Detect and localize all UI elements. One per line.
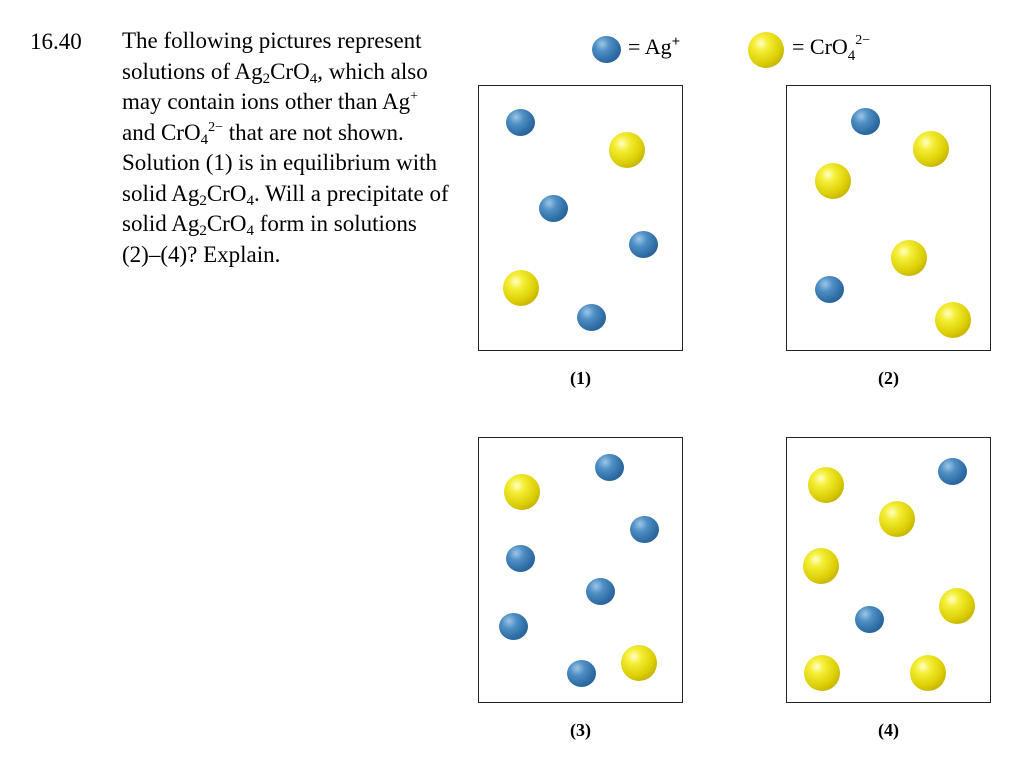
- problem-text-sup: 2−: [208, 119, 223, 135]
- problem-text-run: , which also may contain ions other than…: [122, 58, 428, 115]
- problem-text-sub: 4: [246, 192, 254, 209]
- legend-ag-charge: +: [671, 34, 681, 50]
- legend-chromate-subscript: 4: [847, 48, 856, 64]
- ag-ion: [938, 458, 967, 485]
- legend-chromate-charge: 2−: [855, 33, 871, 48]
- ag-ion: [855, 606, 884, 633]
- ag-ion-icon: [592, 36, 621, 63]
- problem-text-run: form in solutions (2)–(4)? Explain.: [122, 211, 417, 267]
- ag-ion: [586, 578, 615, 605]
- ag-ion: [577, 304, 606, 331]
- ag-ion: [539, 195, 568, 222]
- chromate-ion: [913, 131, 949, 167]
- problem-text-run: and CrO: [122, 119, 201, 145]
- problem-text-run: . Will a precipitate of solid Ag: [122, 180, 449, 237]
- problem-text: The following pictures represent solutio…: [122, 26, 452, 270]
- ag-ion: [506, 109, 535, 136]
- chromate-ion: [804, 655, 840, 691]
- legend-chromate: = CrO42−: [746, 30, 896, 70]
- solution-label-4: (4): [878, 720, 899, 740]
- problem-number: 16.40: [30, 29, 82, 54]
- problem-text-sub: 2: [199, 223, 207, 239]
- ag-ion: [851, 108, 880, 135]
- problem-text-sub: 4: [309, 70, 318, 87]
- legend-ag-label: = Ag: [628, 34, 672, 59]
- chromate-ion: [503, 270, 539, 306]
- chromate-ion: [891, 240, 927, 276]
- solution-panel-2: [786, 85, 991, 351]
- chromate-ion: [879, 501, 915, 537]
- problem-text-run: The following pictures represent solutio…: [122, 28, 422, 84]
- chromate-ion-icon: [748, 32, 784, 68]
- ag-ion: [567, 660, 596, 687]
- solution-panel-1: [478, 85, 683, 351]
- chromate-ion: [609, 132, 645, 168]
- problem-text-sub: 2: [262, 70, 271, 87]
- ag-ion: [499, 613, 528, 640]
- solution-label-2: (2): [878, 368, 899, 388]
- legend-chromate-label: = CrO: [792, 34, 848, 59]
- ag-ion: [506, 545, 535, 572]
- chromate-ion: [815, 163, 851, 199]
- problem-text-run: CrO: [206, 211, 247, 236]
- solution-panel-3: [478, 437, 683, 703]
- chromate-ion: [621, 645, 657, 681]
- chromate-ion: [504, 474, 540, 510]
- ag-ion: [595, 454, 624, 481]
- legend-ag: = Ag+: [590, 30, 700, 70]
- ag-ion: [629, 231, 658, 258]
- problem-text-sup: +: [410, 89, 418, 104]
- problem-text-run: CrO: [206, 180, 247, 206]
- solution-panel-4: [786, 437, 991, 703]
- problem-text-sub: 2: [199, 192, 207, 209]
- problem-text-run: CrO: [270, 58, 310, 84]
- solution-label-3: (3): [570, 720, 591, 740]
- ag-ion: [815, 276, 844, 303]
- problem-text-sub: 4: [246, 223, 254, 239]
- solution-label-1: (1): [570, 368, 591, 388]
- problem-text-run: that are not shown. Solution (1) is in e…: [122, 119, 437, 206]
- chromate-ion: [803, 548, 839, 584]
- chromate-ion: [935, 302, 971, 338]
- ag-ion: [630, 516, 659, 543]
- problem-text-sub: 4: [200, 131, 209, 148]
- chromate-ion: [910, 655, 946, 691]
- chromate-ion: [808, 467, 844, 503]
- chromate-ion: [939, 588, 975, 624]
